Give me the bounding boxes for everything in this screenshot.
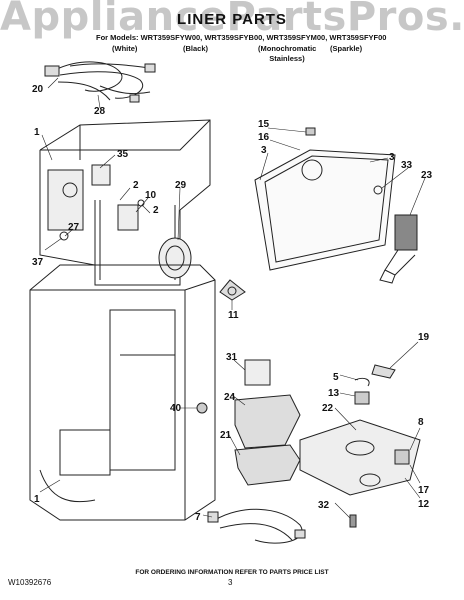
housing-21 — [234, 444, 301, 486]
callout-11: 11 — [228, 310, 239, 321]
callout-15: 15 — [258, 119, 270, 130]
callout-12: 12 — [418, 499, 430, 510]
callout-13: 13 — [328, 388, 340, 399]
callout-8: 8 — [418, 417, 424, 428]
ice-bin-handle — [373, 185, 418, 284]
variant-white: (White) — [112, 44, 138, 53]
variant-sparkle: (Sparkle) — [330, 44, 363, 53]
callout-5: 5 — [333, 372, 339, 383]
callout-32: 32 — [318, 500, 330, 511]
callout-1-upper: 1 — [34, 127, 40, 138]
callout-21: 21 — [220, 430, 232, 441]
callout-3-left: 3 — [261, 145, 267, 156]
callout-37: 37 — [32, 257, 44, 268]
fan-blade — [219, 279, 246, 301]
callout-24: 24 — [224, 392, 236, 403]
callout-17: 17 — [418, 485, 430, 496]
bracket-31 — [244, 359, 271, 386]
callout-27: 27 — [68, 222, 80, 233]
drain-assembly — [299, 364, 421, 528]
crisper-cover — [254, 127, 396, 271]
callout-1-lower: 1 — [34, 494, 40, 505]
ordering-note: FOR ORDERING INFORMATION REFER TO PARTS … — [135, 569, 329, 576]
callout-2-lower: 2 — [153, 205, 159, 216]
callout-3-right: 3 — [389, 152, 395, 163]
callout-33: 33 — [401, 160, 413, 171]
document-number: W10392676 — [8, 578, 52, 587]
callout-19: 19 — [418, 332, 430, 343]
callout-16: 16 — [258, 132, 270, 143]
page-title: LINER PARTS — [177, 11, 287, 28]
callout-2-upper: 2 — [133, 180, 139, 191]
callout-40: 40 — [170, 403, 182, 414]
callout-7: 7 — [195, 512, 201, 523]
variant-monochromatic-stainless: (Monochromatic Stainless) — [258, 44, 317, 63]
callout-23: 23 — [421, 170, 433, 181]
lower-liner — [29, 264, 216, 521]
wire-harness-bottom — [207, 508, 306, 544]
watermark: AppliancePartsPros.com — [0, 0, 464, 40]
callout-28: 28 — [94, 106, 106, 117]
callout-35: 35 — [117, 149, 129, 160]
variant-black: (Black) — [183, 44, 209, 53]
page-number: 3 — [228, 578, 233, 587]
callout-22: 22 — [322, 403, 334, 414]
callout-20: 20 — [32, 84, 44, 95]
callout-31: 31 — [226, 352, 238, 363]
wire-harness-top — [44, 61, 156, 103]
callout-29: 29 — [175, 180, 187, 191]
housing-24 — [234, 394, 301, 449]
callout-10: 10 — [145, 190, 157, 201]
models-line: For Models: WRT359SFYW00, WRT359SFYB00, … — [96, 33, 387, 42]
upper-liner — [39, 119, 211, 286]
